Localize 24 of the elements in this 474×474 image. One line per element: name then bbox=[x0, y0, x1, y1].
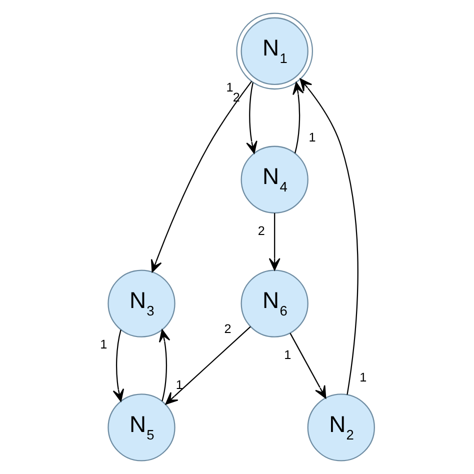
edge-label: 1 bbox=[100, 337, 108, 352]
arrow bbox=[268, 213, 280, 271]
node-circle: N$_{6}$ bbox=[240, 270, 308, 338]
arrow bbox=[292, 82, 304, 154]
node-circle: N$_{3}$ bbox=[108, 270, 176, 338]
arrow bbox=[246, 82, 258, 154]
node-circle: N$_{5}$ bbox=[108, 394, 176, 462]
arrow bbox=[158, 329, 170, 402]
edge-label: 2 bbox=[258, 224, 265, 238]
arrow bbox=[300, 78, 358, 395]
edge-label: 2 bbox=[224, 322, 232, 336]
edge-label: 2 bbox=[232, 90, 240, 105]
arrow bbox=[150, 80, 252, 272]
arrow bbox=[112, 330, 124, 402]
node-circle: N$_{4}$ bbox=[240, 146, 308, 214]
edge-label: 1 bbox=[284, 348, 292, 362]
edge-label: 1 bbox=[226, 80, 234, 95]
node-circle: N$_{1}$ bbox=[236, 12, 314, 90]
edge-label: 1 bbox=[360, 370, 367, 384]
arrow bbox=[290, 332, 326, 399]
arrow bbox=[165, 326, 251, 405]
edge-label: 1 bbox=[308, 130, 316, 144]
node-circle: N$_{2}$ bbox=[307, 394, 375, 462]
edge-label: 1 bbox=[176, 378, 183, 392]
